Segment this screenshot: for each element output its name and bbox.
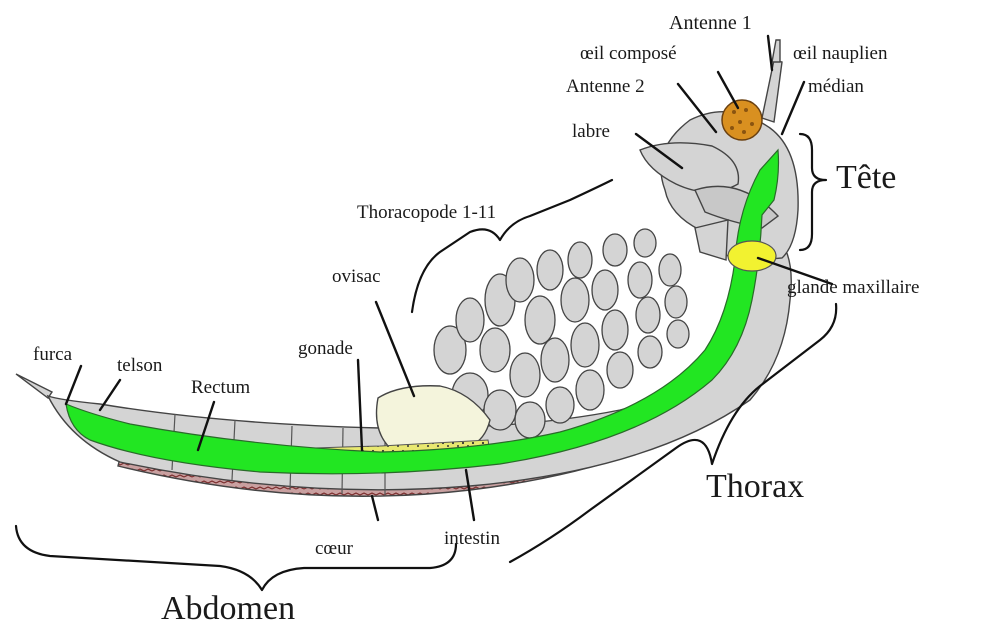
label-glande: glande maxillaire [787, 277, 919, 298]
tete-brace [800, 134, 826, 250]
label-rectum: Rectum [191, 377, 250, 398]
label-thorax: Thorax [706, 468, 804, 505]
label-median: médian [808, 76, 864, 97]
maxillary-gland [728, 241, 776, 271]
label-coeur: cœur [315, 538, 354, 559]
label-antenne-2: Antenne 2 [566, 76, 645, 97]
label-ovisac: ovisac [332, 266, 381, 287]
label-intestin: intestin [444, 528, 500, 549]
abdomen-brace [16, 526, 456, 590]
label-thoracopode: Thoracopode 1-11 [357, 202, 496, 223]
compound-eye [722, 100, 762, 140]
antenna-1-tip [772, 40, 780, 62]
furca-spine [16, 374, 52, 398]
label-gonade: gonade [298, 338, 353, 359]
label-antenne-1: Antenne 1 [669, 12, 752, 34]
label-oeil-nauplien: œil nauplien [793, 43, 888, 64]
label-tete: Tête [836, 159, 896, 196]
label-labre: labre [572, 121, 610, 142]
label-furca: furca [33, 344, 73, 365]
label-oeil-compose: œil composé [580, 43, 677, 64]
label-telson: telson [117, 355, 163, 376]
label-abdomen: Abdomen [161, 590, 295, 627]
